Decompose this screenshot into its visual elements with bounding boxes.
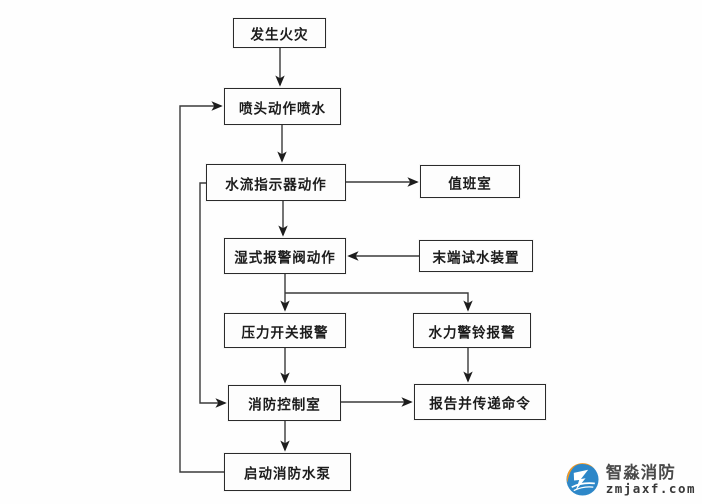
flow-node-wet-alarm-valve: 湿式报警阀动作 (224, 238, 346, 274)
brand-name: 智淼消防 (605, 463, 676, 483)
flow-node-label: 消防控制室 (248, 396, 321, 414)
brand-logo-icon (566, 463, 599, 496)
flow-node-report-command: 报告并传递命令 (414, 384, 546, 420)
flow-node-start-fire-pump: 启动消防水泵 (224, 453, 351, 491)
edge-wet-alarm-valve-to-hydraulic-bell (285, 292, 473, 312)
flow-node-hydraulic-bell: 水力警铃报警 (413, 313, 531, 348)
flow-node-label: 湿式报警阀动作 (234, 249, 336, 267)
flow-node-label: 喷头动作喷水 (239, 100, 326, 117)
flow-node-duty-room: 值班室 (420, 165, 520, 198)
flow-node-label: 值班室 (448, 175, 492, 192)
flow-node-pressure-switch: 压力开关报警 (224, 313, 346, 348)
flow-node-sprinkler-discharge: 喷头动作喷水 (224, 88, 341, 125)
brand-watermark: 智淼消防 zmjaxf.com (564, 461, 696, 498)
edge-flow-indicator-to-fire-control-room (199, 182, 227, 408)
flow-node-label: 压力开关报警 (241, 324, 329, 341)
flow-node-end-test-device: 末端试水装置 (419, 240, 533, 272)
edge-start-fire-pump-to-sprinkler-discharge (179, 101, 224, 473)
flow-node-label: 水流指示器动作 (225, 176, 327, 193)
brand-text: 智淼消防 zmjaxf.com (605, 463, 696, 496)
flow-node-label: 报告并传递命令 (429, 395, 531, 413)
brand-domain: zmjaxf.com (605, 480, 696, 496)
flow-node-fire-occurs: 发生火灾 (233, 18, 326, 48)
flow-node-label: 发生火灾 (250, 26, 309, 44)
flow-node-flow-indicator: 水流指示器动作 (206, 164, 346, 201)
flow-node-label: 水力警铃报警 (428, 324, 516, 341)
flow-node-label: 启动消防水泵 (244, 465, 331, 483)
flow-node-label: 末端试水装置 (432, 249, 520, 267)
flow-node-fire-control-room: 消防控制室 (228, 385, 341, 421)
